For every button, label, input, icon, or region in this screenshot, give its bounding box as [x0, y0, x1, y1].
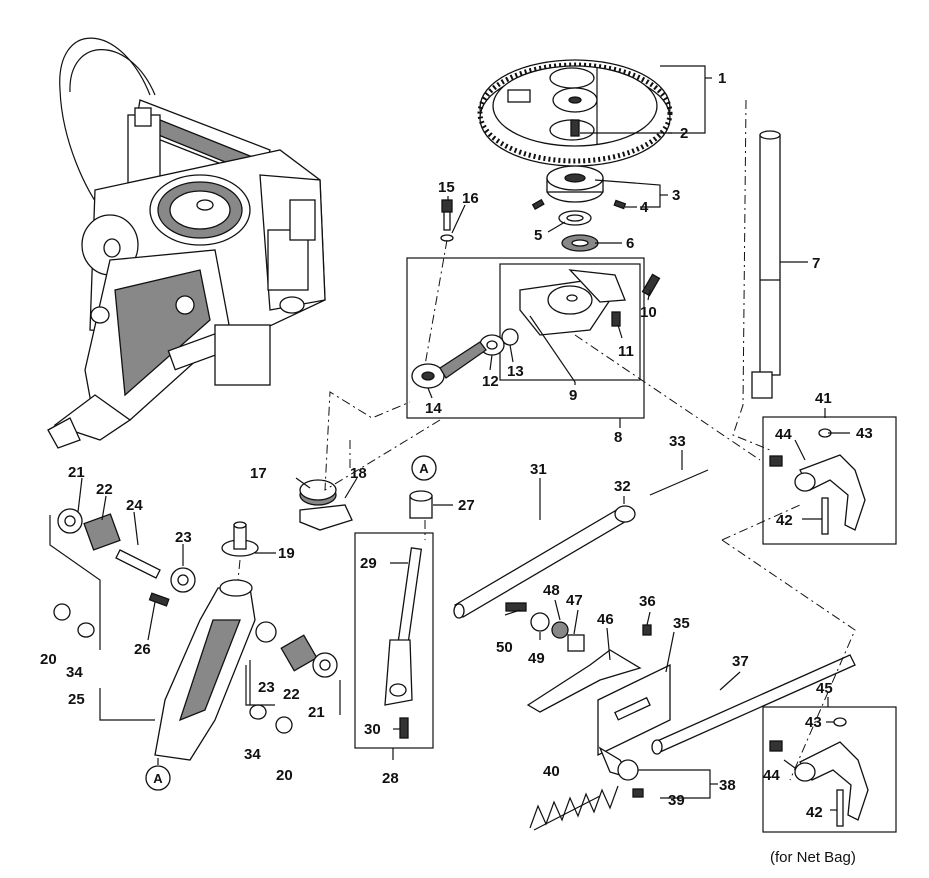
part-label-28: 28 — [382, 770, 399, 787]
part-label-42b: 42 — [806, 804, 823, 821]
part-label-32: 32 — [614, 478, 631, 495]
part-label-20b: 20 — [276, 767, 293, 784]
part-label-15: 15 — [438, 179, 455, 196]
part-label-44b: 44 — [763, 767, 780, 784]
part-label-42a: 42 — [776, 512, 793, 529]
part-label-3: 3 — [672, 187, 680, 204]
svg-text:A: A — [419, 461, 429, 476]
svg-text:A: A — [153, 771, 163, 786]
part-label-1: 1 — [718, 70, 726, 87]
part-label-20a: 20 — [40, 651, 57, 668]
connecting-rod-group — [406, 199, 661, 419]
part-label-7: 7 — [812, 255, 820, 272]
part-label-26: 26 — [134, 641, 151, 658]
part-label-17: 17 — [250, 465, 267, 482]
part-label-50: 50 — [496, 639, 513, 656]
part-label-13: 13 — [507, 363, 524, 380]
part-label-24: 24 — [126, 497, 143, 514]
part-number-labels: 1 2 3 4 5 6 7 8 9 10 11 12 13 14 15 16 1… — [40, 70, 873, 821]
part-label-8: 8 — [614, 429, 622, 446]
part-label-37: 37 — [732, 653, 749, 670]
part-label-30: 30 — [364, 721, 381, 738]
part-label-45: 45 — [816, 680, 833, 697]
part-label-29: 29 — [360, 555, 377, 572]
part-label-43b: 43 — [805, 714, 822, 731]
part-label-41: 41 — [815, 390, 832, 407]
part-label-2: 2 — [680, 125, 688, 142]
part-label-4: 4 — [640, 199, 649, 216]
part-label-23a: 23 — [175, 529, 192, 546]
long-shaft-31 — [453, 469, 709, 619]
presser-foot-box-41 — [762, 416, 897, 545]
coil-spring-icon — [529, 785, 619, 831]
long-shaft-37 — [651, 654, 856, 755]
needle-bar-group — [354, 490, 434, 749]
part-label-10: 10 — [640, 304, 657, 321]
part-label-22a: 22 — [96, 481, 113, 498]
assembly-lines — [237, 99, 856, 781]
part-label-6: 6 — [626, 235, 634, 252]
gear-hub-parts — [531, 165, 627, 252]
sewing-machine-illustration — [47, 37, 326, 449]
part-label-34b: 34 — [244, 746, 261, 763]
part-label-39: 39 — [668, 792, 685, 809]
part-label-25: 25 — [68, 691, 85, 708]
part-label-27: 27 — [458, 497, 475, 514]
part-label-14: 14 — [425, 400, 442, 417]
shaft-icon — [751, 130, 781, 399]
part-label-22b: 22 — [283, 686, 300, 703]
part-label-46: 46 — [597, 611, 614, 628]
leader-lines — [77, 65, 850, 811]
presser-bracket-group — [49, 508, 341, 761]
part-label-36: 36 — [639, 593, 656, 610]
part-label-47: 47 — [566, 592, 583, 609]
part-label-33: 33 — [669, 433, 686, 450]
part-label-34a: 34 — [66, 664, 83, 681]
part-label-35: 35 — [673, 615, 690, 632]
part-label-44a: 44 — [775, 426, 792, 443]
lever-group — [505, 602, 671, 798]
part-label-48: 48 — [543, 582, 560, 599]
reference-mark-a-top: A — [411, 455, 437, 481]
part-label-18: 18 — [350, 465, 367, 482]
part-label-21a: 21 — [68, 464, 85, 481]
presser-foot-box-45 — [762, 706, 897, 833]
part-label-21b: 21 — [308, 704, 325, 721]
part-label-31: 31 — [530, 461, 547, 478]
part-label-40: 40 — [543, 763, 560, 780]
needle-bar-clamp-parts — [221, 479, 353, 557]
part-label-43a: 43 — [856, 425, 873, 442]
reference-mark-a-bottom: A — [145, 765, 171, 791]
part-label-49: 49 — [528, 650, 545, 667]
part-label-19: 19 — [278, 545, 295, 562]
part-label-11: 11 — [618, 343, 634, 360]
net-bag-caption: (for Net Bag) — [770, 849, 856, 866]
part-label-5: 5 — [534, 227, 542, 244]
part-label-23b: 23 — [258, 679, 275, 696]
part-label-12: 12 — [482, 373, 499, 390]
large-gear-icon — [477, 59, 673, 167]
part-label-16: 16 — [462, 190, 479, 207]
part-label-38: 38 — [719, 777, 736, 794]
part-label-9: 9 — [569, 387, 577, 404]
